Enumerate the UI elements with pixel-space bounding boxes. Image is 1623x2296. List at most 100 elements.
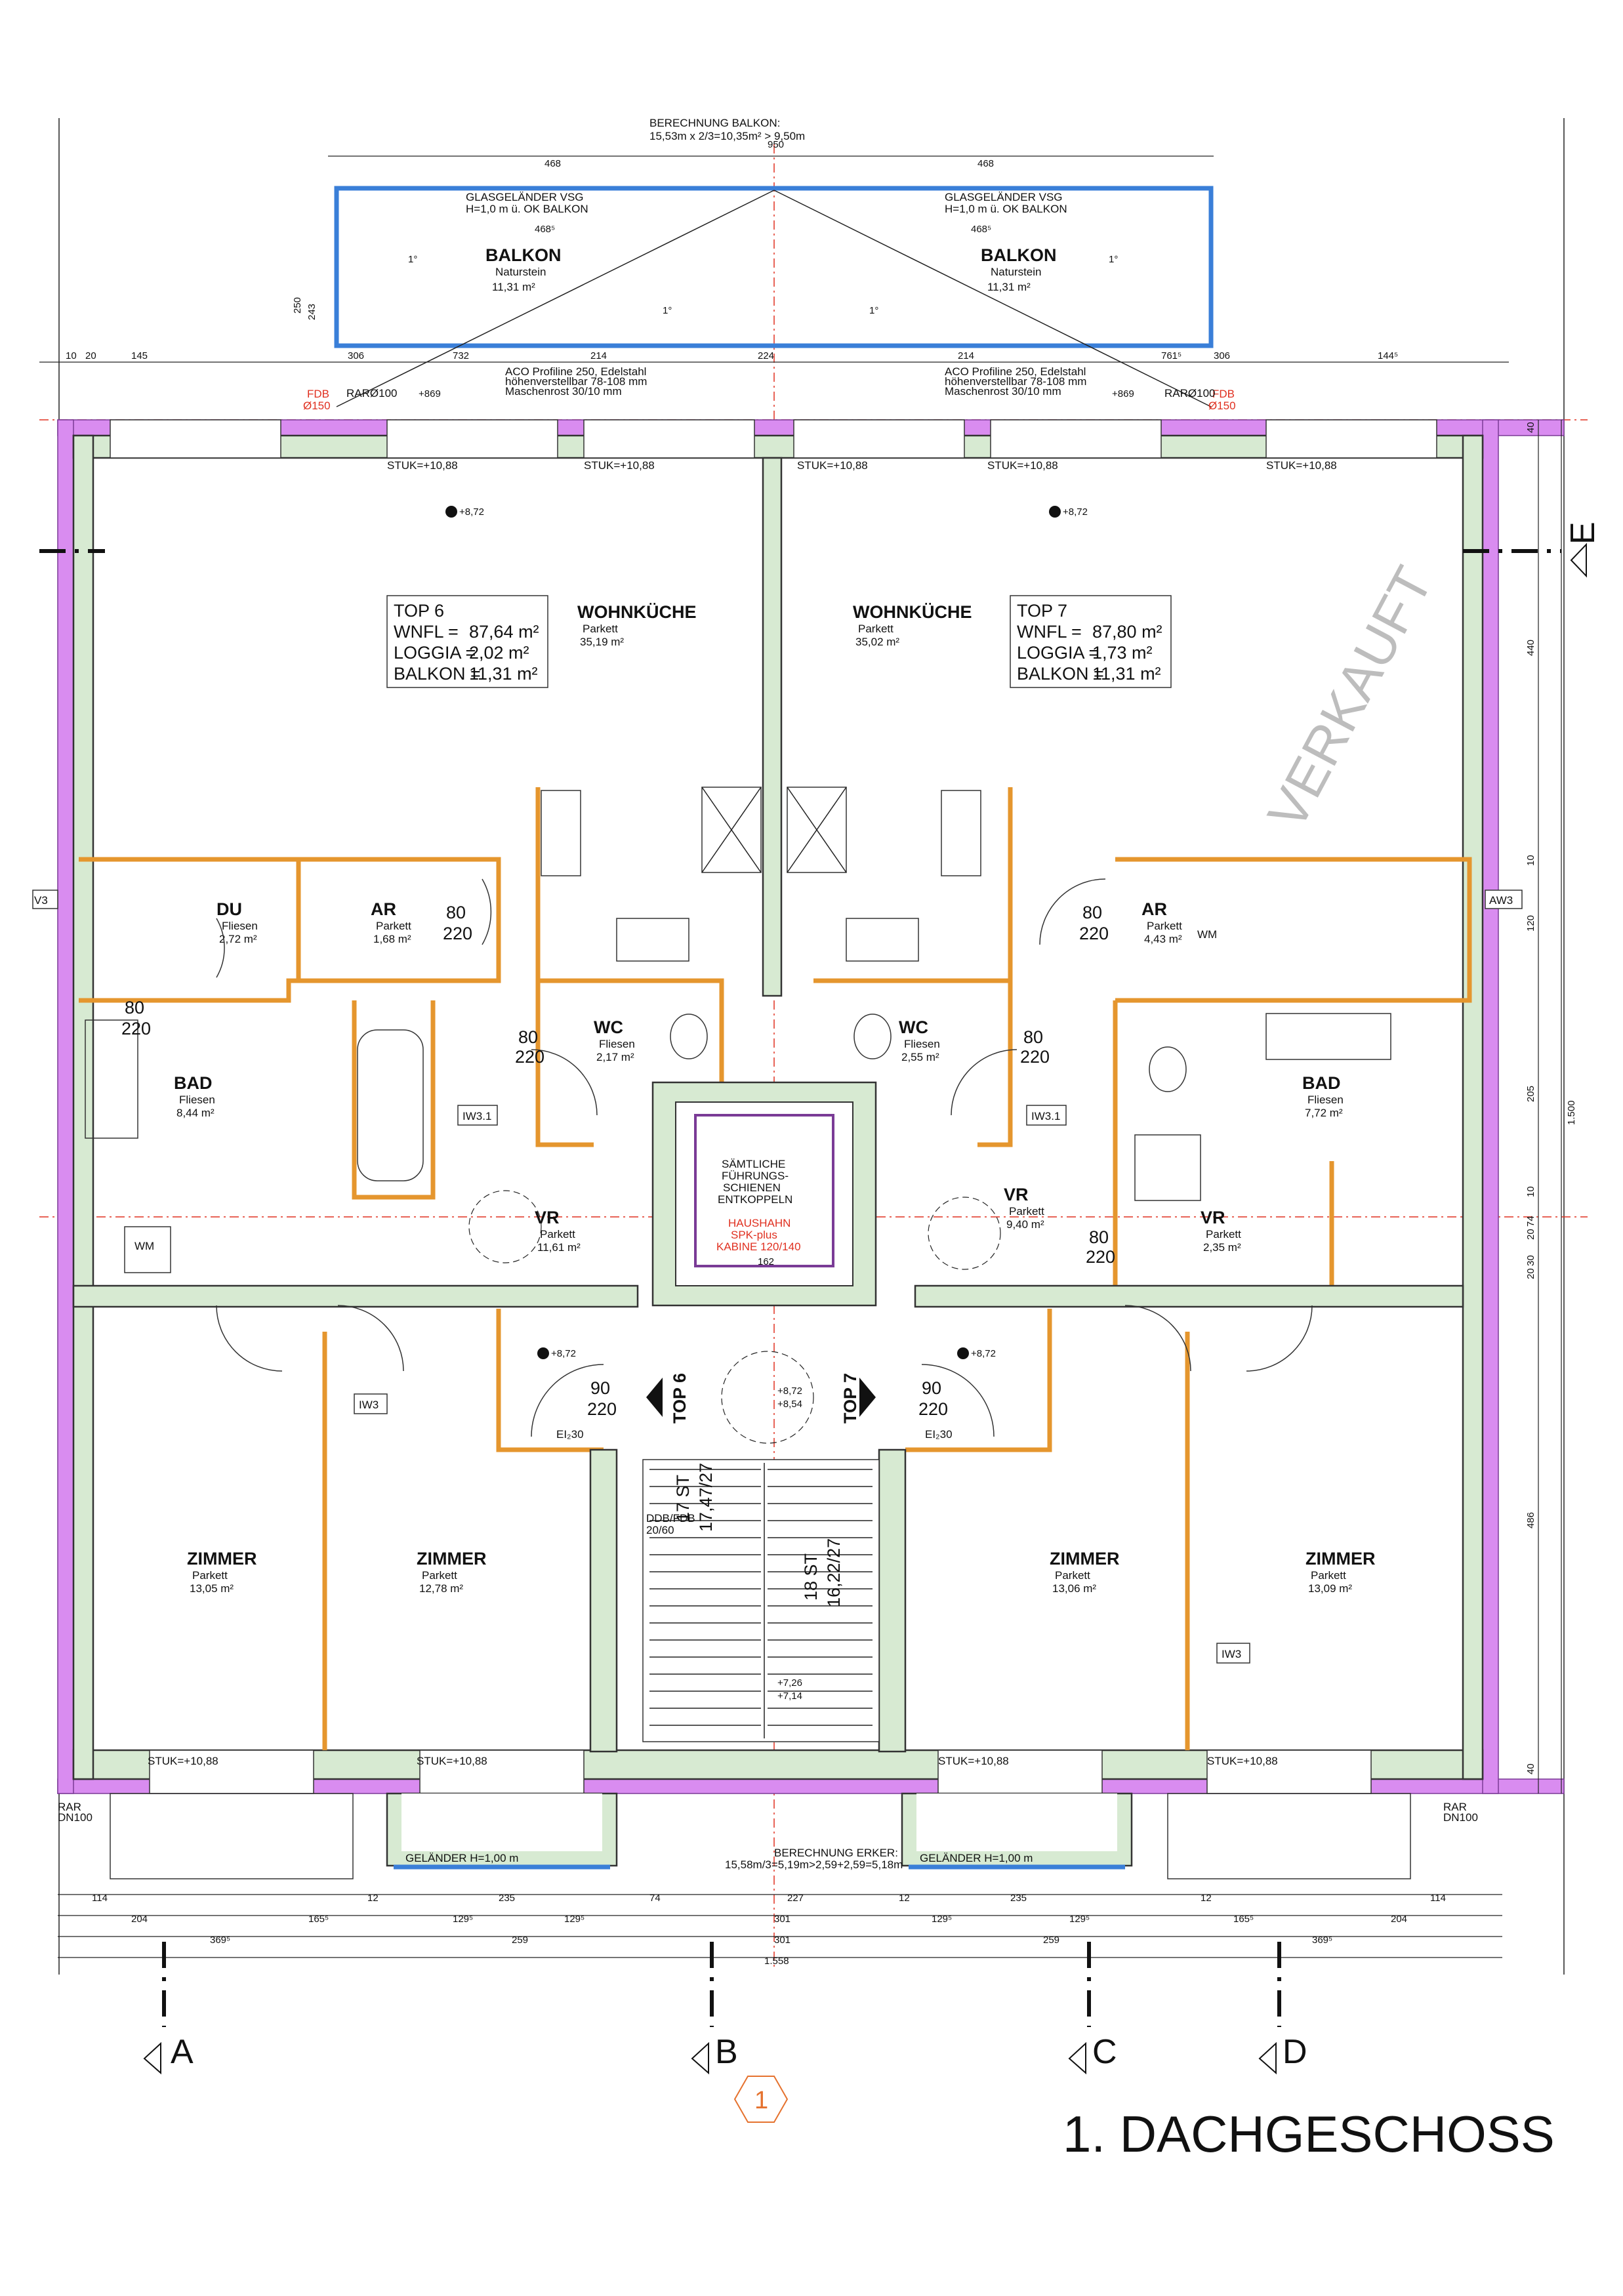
stair-ddb: DDB/FDB	[646, 1512, 695, 1525]
bottom-dim-r1-0: 114	[92, 1893, 108, 1904]
room-bad_l-name: BAD	[174, 1073, 213, 1093]
top6-loggia-label: LOGGIA =	[394, 643, 476, 663]
outer-wall-right	[1462, 434, 1484, 1780]
dim-468-right: 468	[977, 158, 994, 169]
window-bottom-4	[1206, 1750, 1372, 1794]
kitchen-tall-right	[787, 787, 847, 873]
level-872-3: +8,72	[971, 1348, 996, 1359]
balcony-inner-dim-left: 468⁵	[535, 224, 555, 235]
aco-left-1: ACO Profiline 250, Edelstahl	[505, 365, 646, 378]
inner-wall-left-horizontal	[72, 1284, 639, 1308]
door-dim-80-1: 80	[125, 998, 144, 1017]
top6-balkon-label: BALKON =	[394, 664, 481, 684]
room-wc_r-name: WC	[899, 1017, 928, 1037]
room-vr_l-material: Parkett	[540, 1228, 575, 1240]
door-dim-80-5: 80	[1089, 1227, 1109, 1247]
right-dim-0: 40	[1525, 422, 1536, 433]
top-dim-0: 10	[66, 350, 77, 361]
door-dim-220-1: 220	[121, 1019, 151, 1038]
door-dim-80-2: 80	[518, 1027, 538, 1047]
section-arrow-1	[691, 2041, 709, 2075]
balcony-left-area: 11,31 m²	[492, 281, 535, 293]
room-vr_r-material: Parkett	[1206, 1228, 1241, 1240]
right-dim-1: 440	[1525, 640, 1536, 656]
balcony-left-name: BALKON	[485, 245, 562, 265]
dn-bottom-right: DN100	[1443, 1811, 1478, 1824]
partition-bad-left	[352, 1000, 436, 1200]
right-total-dim: 1.500	[1566, 1100, 1577, 1125]
door-swing-ar-right	[1039, 878, 1106, 945]
staircase	[642, 1459, 880, 1742]
wm-right: WM	[1197, 928, 1217, 941]
top7-balkon-label: BALKON =	[1017, 664, 1104, 684]
section-cuts	[143, 1942, 1281, 2075]
door-swing-zimmer-2	[337, 1305, 404, 1372]
bottom-dim-r1-3: 74	[649, 1893, 661, 1904]
stair-wall-right	[878, 1448, 907, 1753]
sink-left	[616, 918, 689, 962]
top7-loggia: 1,73 m²	[1092, 643, 1153, 663]
door-swing-zimmer-3	[1124, 1305, 1191, 1372]
room-wk_l-name: WOHNKÜCHE	[577, 602, 697, 622]
top-dim-6: 224	[758, 350, 774, 361]
section-c-label: C	[1092, 2033, 1117, 2071]
top-dim-9: 306	[1214, 350, 1230, 361]
level-872-2: +8,72	[551, 1348, 576, 1359]
page-title: 1. DACHGESCHOSS	[1063, 2105, 1555, 2163]
kitchen-tall-left	[701, 787, 762, 873]
rar-bottom-right: RAR	[1443, 1801, 1467, 1813]
dim-950: 950	[768, 139, 784, 150]
door-swing-entry-top7	[921, 1364, 995, 1437]
glass-label-right: GLASGELÄNDER VSG	[945, 191, 1063, 203]
wm-left: WM	[134, 1240, 154, 1252]
top-dim-8: 761⁵	[1161, 350, 1181, 361]
tag-iw3-right: IW3	[1222, 1648, 1241, 1660]
room-z4-material: Parkett	[1311, 1569, 1346, 1582]
door-ei30-left: EI₂30	[556, 1428, 584, 1441]
washbasin-left	[85, 1019, 138, 1139]
dim-250: 250	[292, 297, 303, 314]
dim-468-left: 468	[544, 158, 561, 169]
glass-label-left: GLASGELÄNDER VSG	[466, 191, 584, 203]
glass-height-left: H=1,0 m ü. OK BALKON	[466, 203, 588, 215]
balcony-calc-value: 15,53m x 2/3=10,35m² > 9,50m	[649, 130, 805, 142]
room-bad_r-area: 7,72 m²	[1305, 1107, 1343, 1119]
bottom-dim-r1-7: 12	[1201, 1893, 1212, 1904]
top-dim-5: 214	[590, 350, 607, 361]
balcony-slope-line-1	[336, 190, 775, 407]
bottom-dim-r1-5: 12	[899, 1893, 910, 1904]
bottom-dim-r3-1: 259	[512, 1935, 528, 1946]
top7-vertical-label: TOP 7	[840, 1373, 860, 1424]
axis-hexagon	[733, 2076, 789, 2123]
stuk-label-7: STUK=+10,88	[417, 1755, 487, 1767]
door-dim-80-0: 80	[446, 903, 466, 922]
bottom-dim-r3-2: 301	[774, 1935, 791, 1946]
door-dim-220-entry-left: 220	[587, 1399, 617, 1419]
balcony-slope-1: 1°	[408, 254, 417, 265]
room-z2-material: Parkett	[422, 1569, 457, 1582]
partition-ar-right	[1115, 857, 1472, 1003]
bottom-dim-r2-8: 204	[1391, 1914, 1407, 1925]
door-dim-80-4: 80	[1082, 903, 1102, 922]
fdb-right: FDB	[1212, 388, 1235, 400]
top-dim-3: 306	[348, 350, 364, 361]
stuk-label-6: STUK=+10,88	[148, 1755, 218, 1767]
balcony-slope-3: 1°	[869, 305, 878, 316]
room-z3-area: 13,06 m²	[1052, 1582, 1096, 1595]
aco-right-2: höhenverstellbar 78-108 mm	[945, 375, 1086, 388]
loggia-right-floor	[916, 1794, 1117, 1851]
room-z1-name: ZIMMER	[187, 1549, 257, 1568]
room-vr_m-name: VR	[1004, 1185, 1029, 1204]
level-marker-1	[1049, 506, 1061, 518]
top6-wnfl: 87,64 m²	[469, 622, 539, 642]
right-dim-3: 120	[1525, 915, 1536, 932]
room-ar_l-material: Parkett	[376, 920, 411, 932]
axis-hexagon-label: 1	[754, 2087, 768, 2114]
top7-arrow	[859, 1378, 876, 1417]
room-wc_l-name: WC	[594, 1017, 623, 1037]
balcony-right-name: BALKON	[981, 245, 1057, 265]
room-wc_l-area: 2,17 m²	[596, 1051, 634, 1063]
tag-iw31-left: IW3.1	[462, 1110, 491, 1122]
dn-bottom-left: DN100	[58, 1811, 92, 1824]
